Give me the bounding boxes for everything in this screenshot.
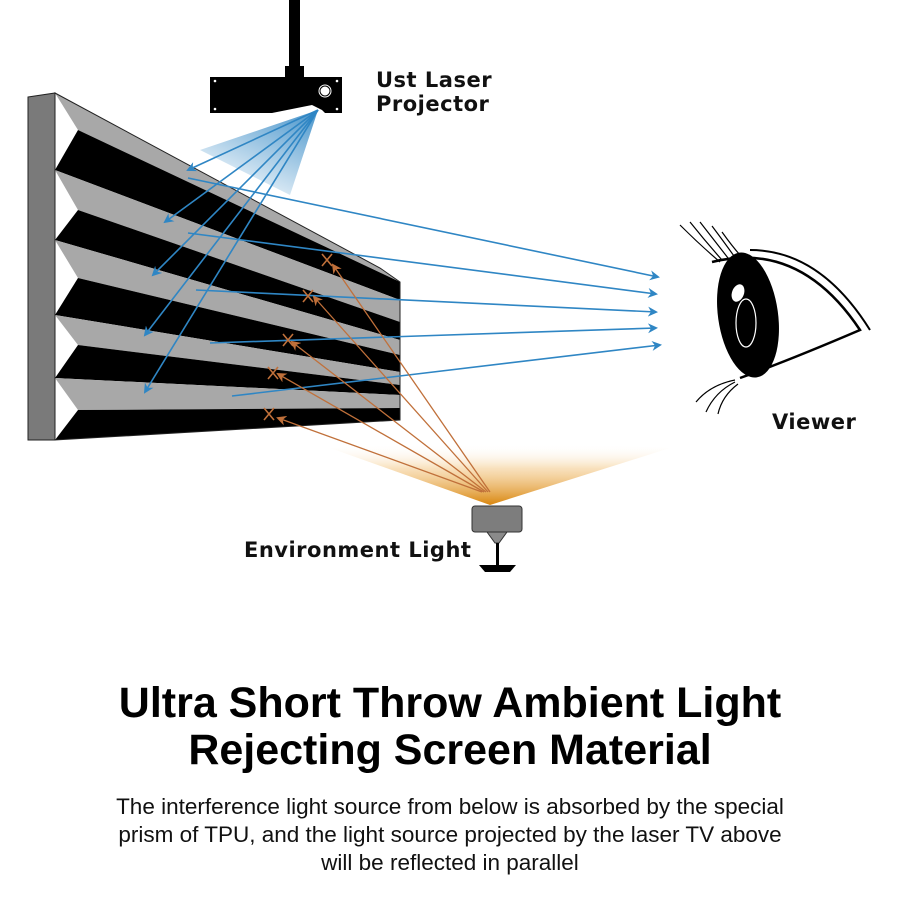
description-line3: will be reflected in parallel (321, 850, 579, 875)
eye-icon (679, 221, 871, 415)
viewer-label: Viewer (772, 410, 857, 434)
x-mark-icon (263, 253, 333, 421)
alr-screen-diagram: Ust Laser Projector Viewer Environment L… (27, 0, 871, 572)
description-line2: prism of TPU, and the light source proje… (118, 822, 782, 847)
environment-light-label: Environment Light (244, 538, 472, 562)
description-line1: The interference light source from below… (116, 794, 784, 819)
description: The interference light source from below… (40, 793, 860, 877)
projector-label-line2: Projector (376, 92, 490, 116)
title-line1: Ultra Short Throw Ambient Light (118, 679, 782, 727)
title-line2: Rejecting Screen Material (188, 726, 712, 774)
projector-label-line1: Ust Laser (376, 68, 493, 92)
projector-icon (210, 0, 342, 113)
page-title: Ultra Short Throw Ambient Light Rejectin… (0, 680, 900, 774)
lamp-icon (471, 505, 523, 572)
ambient-rays (276, 263, 491, 493)
projector-label: Ust Laser Projector (376, 68, 492, 116)
screen-prism-material (27, 92, 401, 441)
projector-rays (143, 109, 319, 394)
reflected-rays (187, 177, 662, 397)
